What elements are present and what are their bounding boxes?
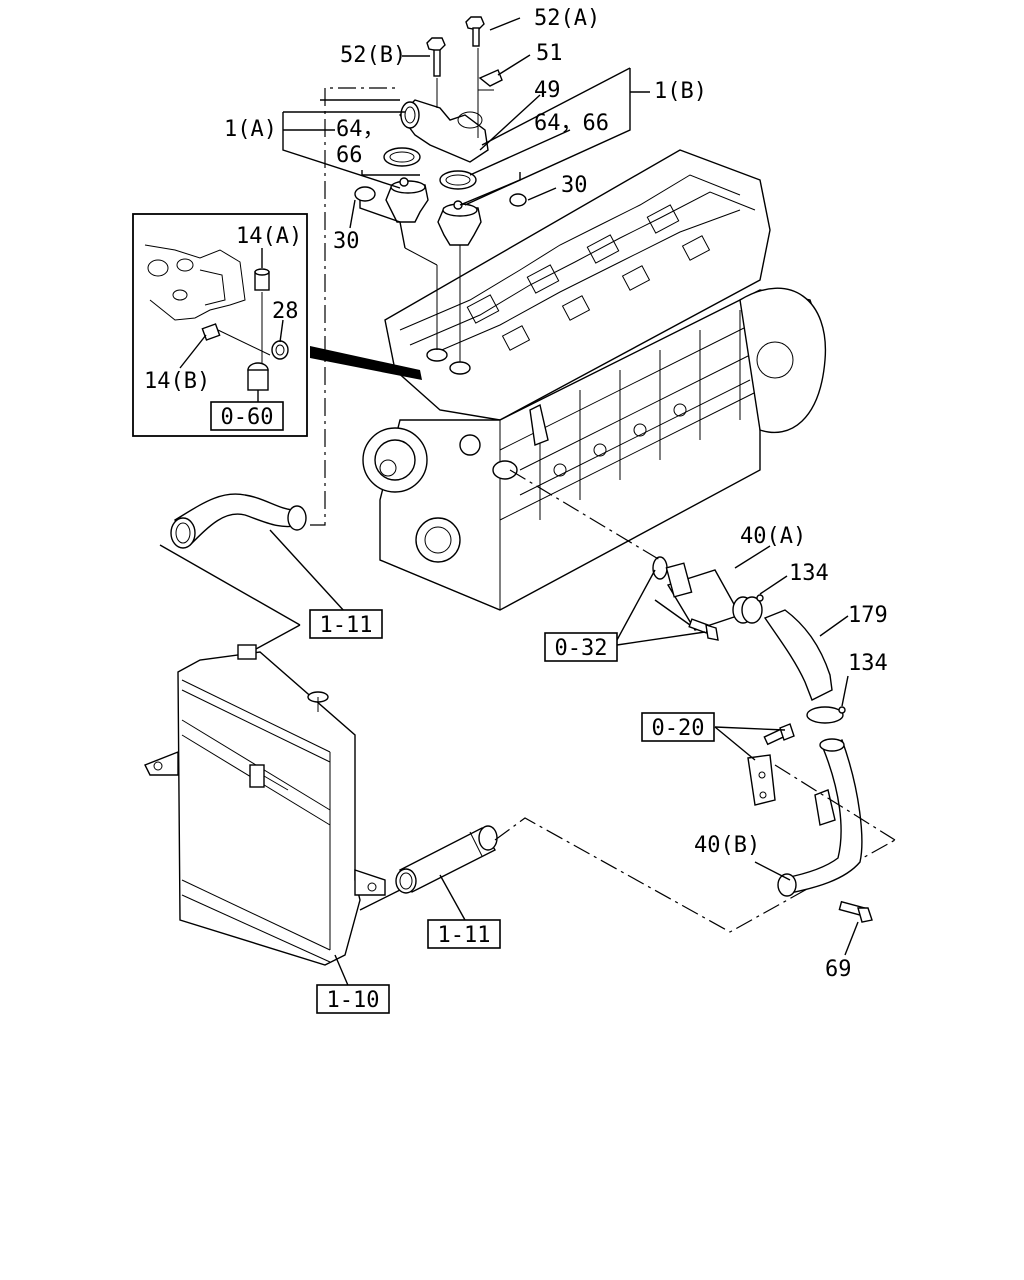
clamp-134-bottom (806, 706, 846, 724)
bolt-0-32 (688, 618, 719, 641)
bracket-0-20 (747, 723, 795, 806)
callout-14a: 14(A) (236, 224, 302, 249)
callout-30-right: 30 (561, 173, 588, 198)
radiator (144, 644, 386, 966)
engine-block (362, 149, 827, 611)
callout-51: 51 (536, 41, 563, 66)
callout-134-bottom: 134 (848, 651, 888, 676)
ref-1-11-bottom-label: 1-11 (438, 923, 491, 948)
callout-52b: 52(B) (340, 43, 406, 68)
callout-179: 179 (848, 603, 888, 628)
upper-radiator-hose (170, 493, 307, 549)
ring-30-left (354, 186, 376, 202)
bolt-69 (838, 900, 873, 923)
callout-30-left: 30 (333, 229, 360, 254)
callout-1a: 1(A) (224, 117, 277, 142)
callout-64-66-right: 64，66 (534, 111, 609, 136)
reference-box-0-60: 0-60 (210, 401, 284, 431)
callout-49: 49 (534, 78, 561, 103)
reference-box-1-11-bottom: 1-11 (427, 919, 501, 949)
callout-52a: 52(A) (534, 6, 600, 31)
hose-179 (763, 609, 833, 701)
pipe-40b (777, 738, 863, 897)
thermostat-right (437, 200, 482, 246)
bolt-52b (426, 37, 446, 77)
clamp-134-top (741, 594, 764, 624)
callout-1b: 1(B) (654, 79, 707, 104)
ref-0-60-label: 0-60 (221, 405, 274, 430)
gasket-64-right (439, 170, 477, 190)
gasket-64-left (383, 147, 421, 167)
callout-69: 69 (825, 957, 852, 982)
outlet-pipe-40a (652, 556, 754, 631)
reference-box-0-20: 0-20 (641, 712, 715, 742)
callout-40b: 40(B) (694, 833, 760, 858)
thermostat-housing (399, 99, 489, 163)
reference-box-1-10: 1-10 (316, 984, 390, 1014)
callout-28: 28 (272, 299, 299, 324)
ref-1-10-label: 1-10 (327, 988, 380, 1013)
callout-40a: 40(A) (740, 524, 806, 549)
detail-inset (132, 213, 422, 437)
reference-box-1-11-top: 1-11 (309, 609, 383, 639)
reference-box-0-32: 0-32 (544, 632, 618, 662)
ring-30-right (509, 193, 527, 207)
callout-64-66-left-a: 64， (336, 117, 385, 142)
ref-0-32-label: 0-32 (555, 636, 608, 661)
clip-51 (478, 69, 503, 91)
ref-0-20-label: 0-20 (652, 716, 705, 741)
thermostat-left (385, 177, 429, 223)
callout-64-66-left-b: 66 (336, 143, 363, 168)
callout-134-top: 134 (789, 561, 829, 586)
ref-1-11-top-label: 1-11 (320, 613, 373, 638)
bolt-52a (465, 16, 485, 47)
lower-radiator-hose (395, 825, 498, 894)
callout-14b: 14(B) (144, 369, 210, 394)
